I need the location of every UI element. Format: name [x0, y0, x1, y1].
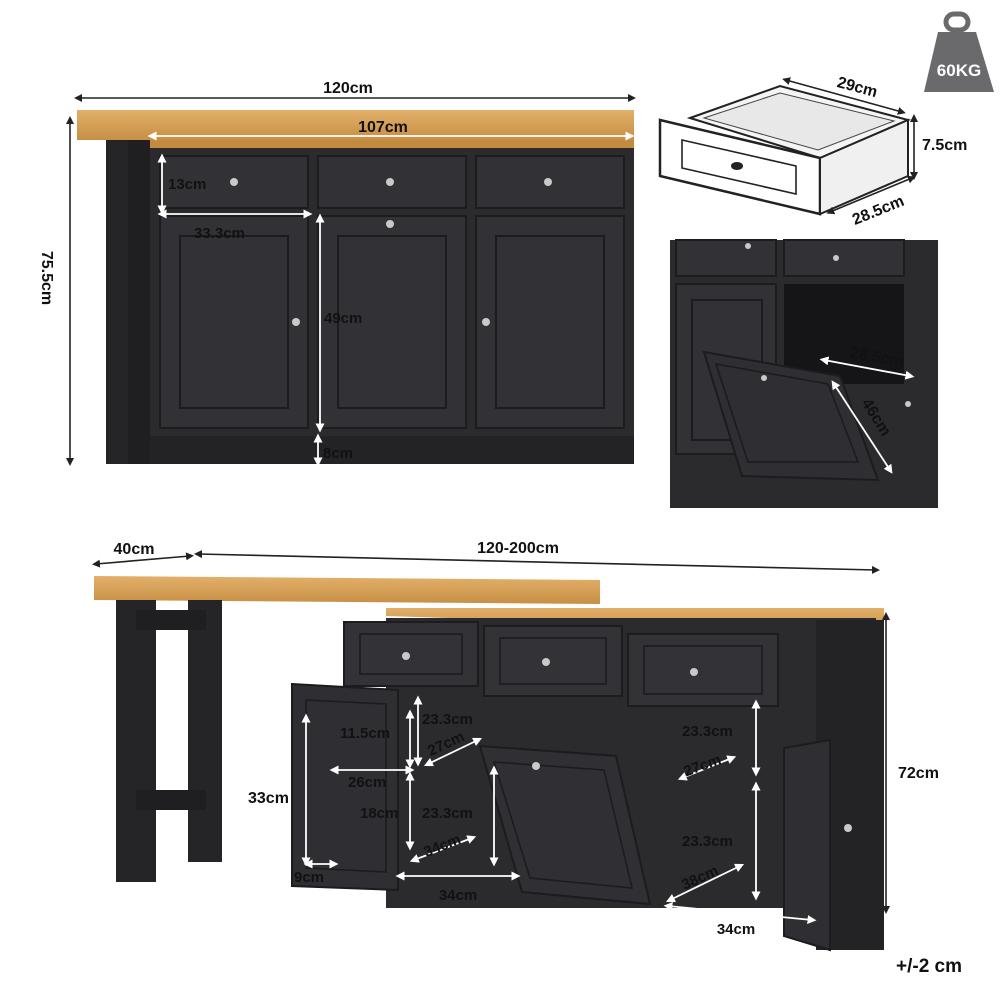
knob — [230, 178, 238, 186]
weight-label: 60KG — [937, 61, 981, 80]
left-shelf-h1-label: 11.5cm — [340, 725, 390, 742]
drawer-front — [159, 155, 309, 209]
leg-depth-label: 40cm — [114, 541, 155, 558]
left-width-label: 34cm — [439, 887, 477, 904]
knob — [292, 318, 300, 326]
weight-icon — [924, 11, 994, 92]
extended-cabinet — [94, 576, 884, 952]
right-h1-label: 23.3cm — [682, 723, 733, 740]
base-height-label: 8cm — [323, 445, 353, 462]
countertop-lower — [150, 140, 634, 148]
door-inset — [337, 235, 447, 409]
right-width-label: 34cm — [717, 921, 755, 938]
door-inset — [495, 235, 605, 409]
drawer-height-label: 13cm — [168, 176, 206, 193]
drawer-height-detail-label: 7.5cm — [922, 137, 967, 154]
front-view-cabinet — [77, 110, 634, 464]
cabinet-base — [150, 436, 634, 464]
drawer-width-label: 33.3cm — [194, 225, 245, 242]
knob — [482, 318, 490, 326]
width-120-label: 120cm — [323, 80, 373, 97]
left-bottom-label: 9cm — [294, 869, 324, 886]
tolerance-label: +/-2 cm — [896, 956, 962, 977]
knob — [386, 220, 394, 228]
drawer-depth-label: 29cm — [835, 74, 879, 101]
side-leg — [128, 140, 150, 464]
left-shelf-width-label: 26cm — [348, 774, 386, 791]
door-height-label: 49cm — [324, 310, 362, 327]
knob — [544, 178, 552, 186]
left-middle-h1-label: 23.3cm — [422, 711, 473, 728]
right-h2-label: 23.3cm — [682, 833, 733, 850]
height-72-label: 72cm — [898, 765, 939, 782]
left-middle-h2-label: 23.3cm — [422, 805, 473, 822]
width-107-label: 107cm — [358, 119, 408, 136]
left-cabinet-height-label: 33cm — [248, 790, 289, 807]
side-leg — [106, 140, 128, 464]
door-panel — [317, 215, 467, 429]
length-label: 120-200cm — [477, 540, 559, 557]
door-panel — [475, 215, 625, 429]
door-panel — [159, 215, 309, 429]
door-inset — [179, 235, 289, 409]
height-75-5-label: 75.5cm — [38, 251, 55, 305]
knob — [386, 178, 394, 186]
left-shelf-h2-label: 18cm — [360, 805, 398, 822]
